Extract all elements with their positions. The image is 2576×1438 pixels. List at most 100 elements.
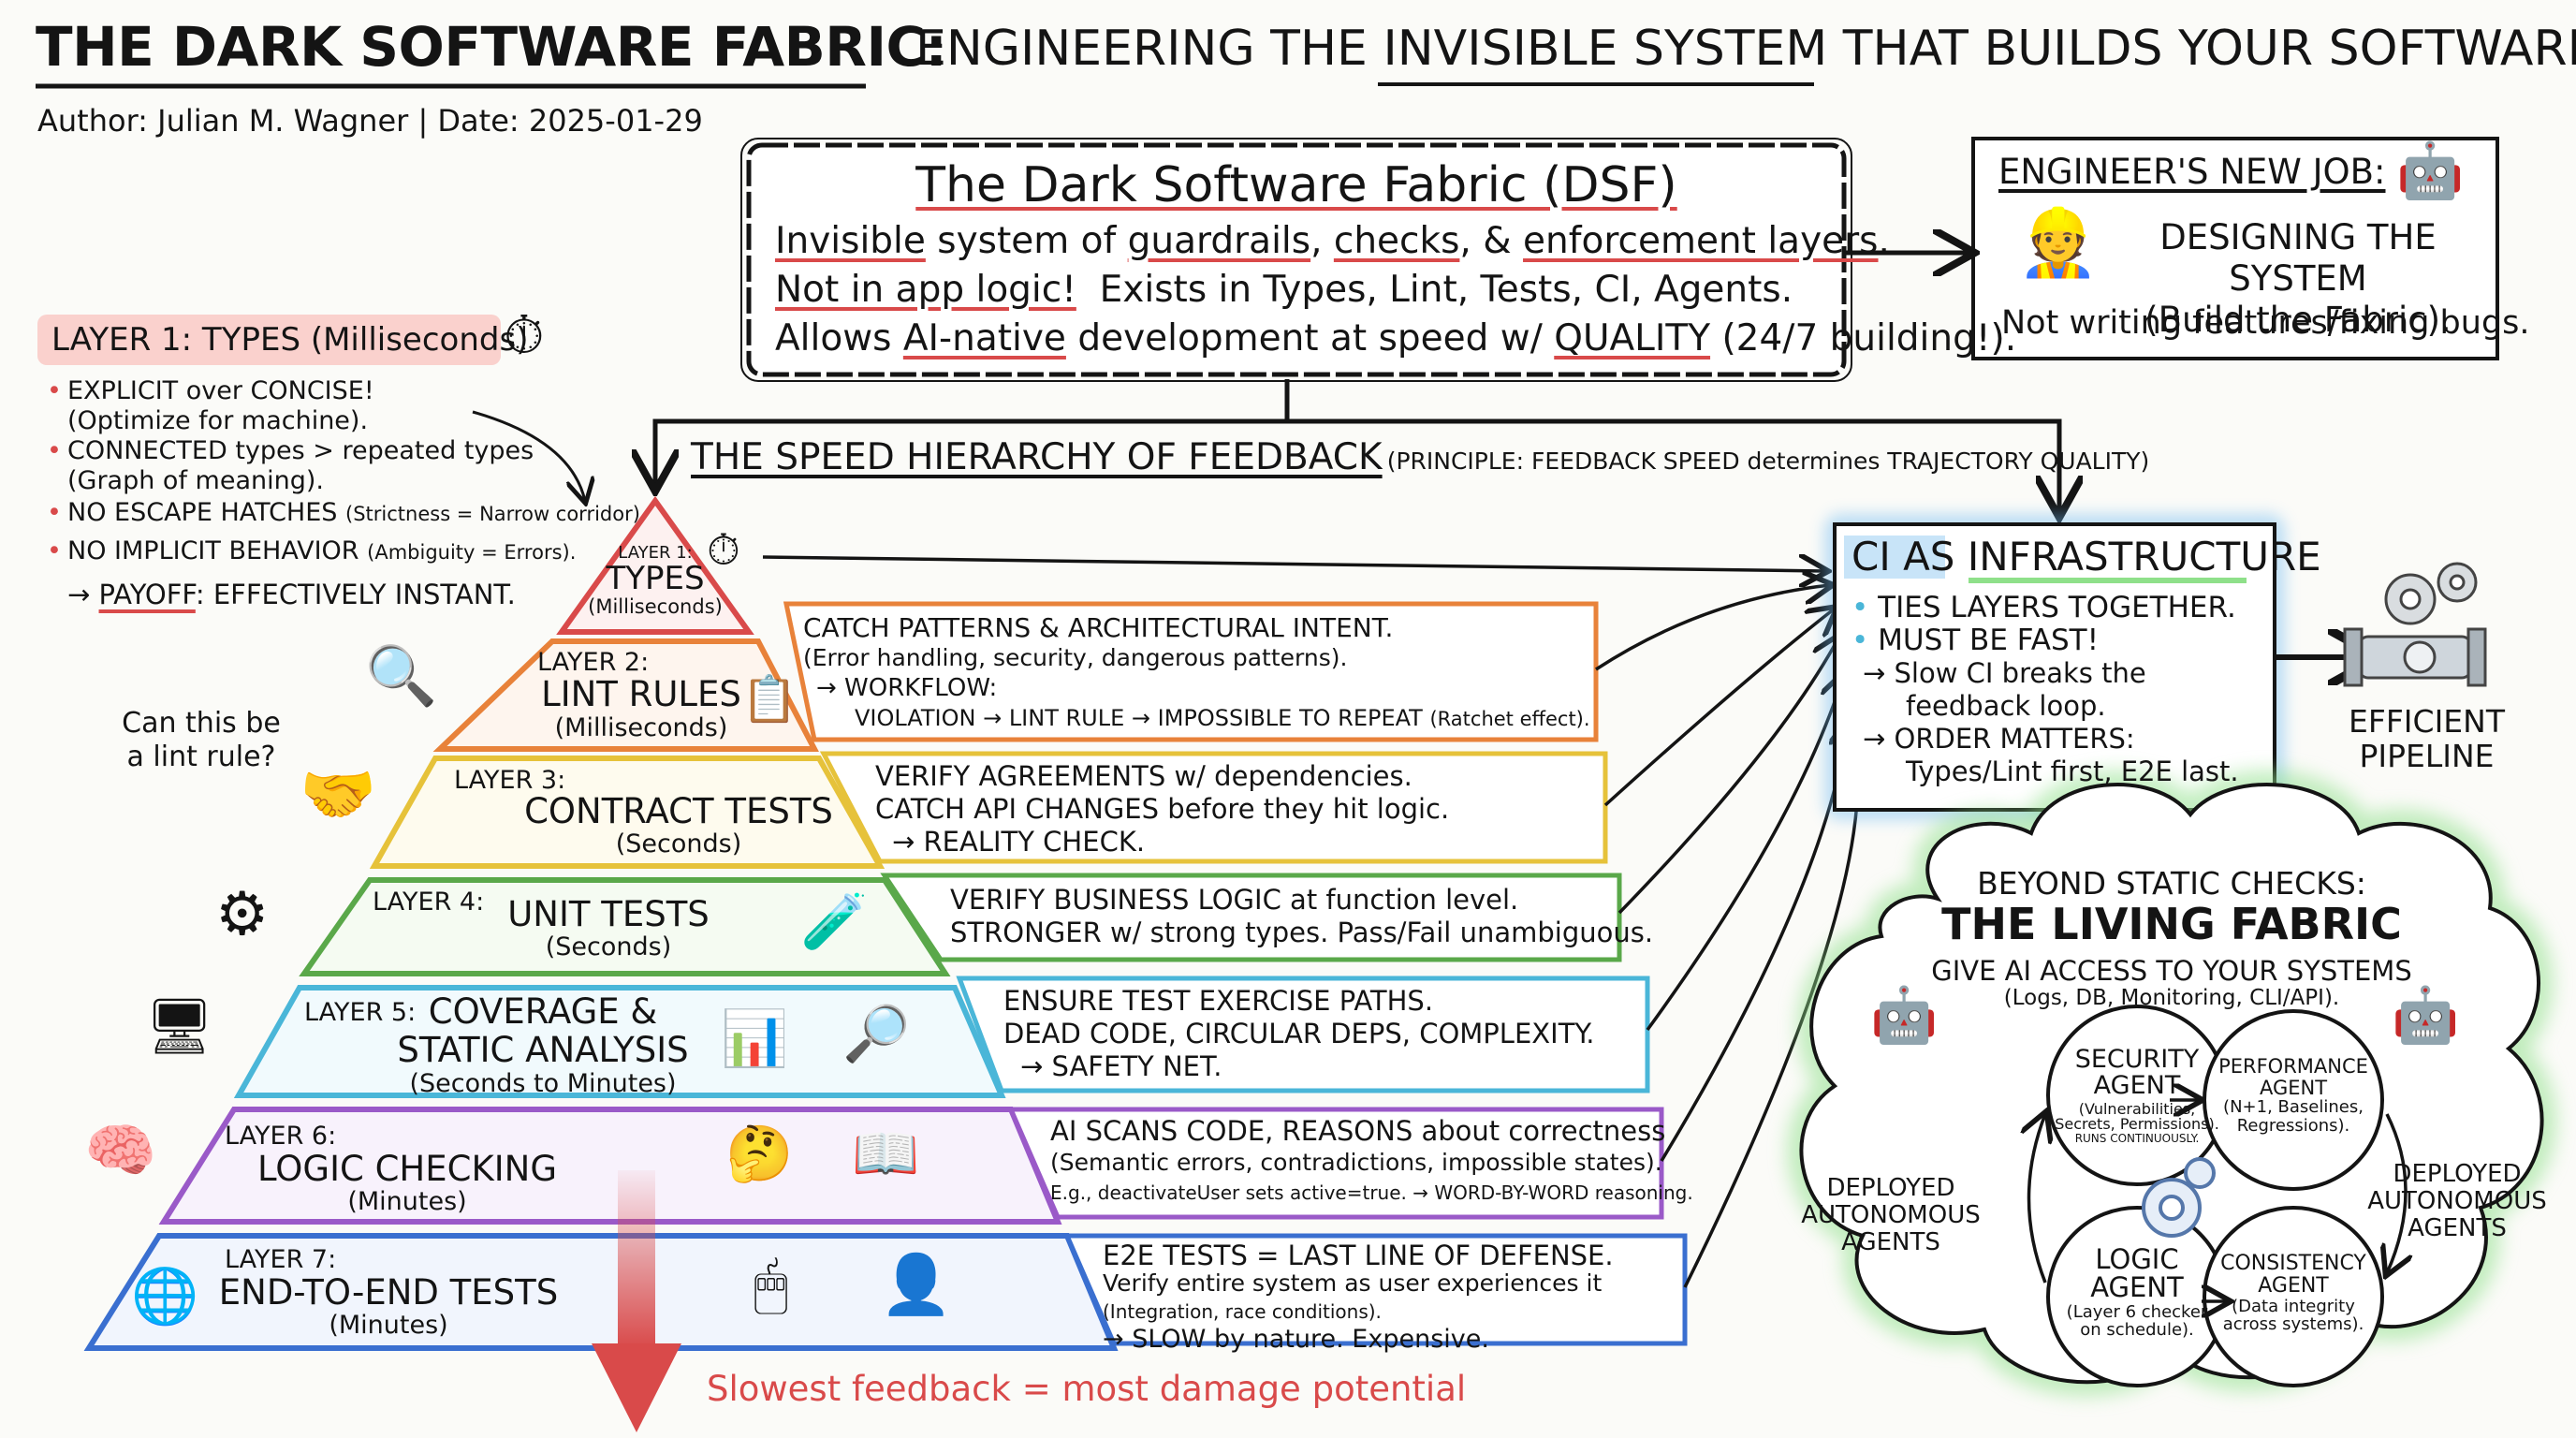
pipeline-graphic (2343, 562, 2487, 687)
security-agent: SECURITY AGENT (Vulnerabilities, Secrets… (2055, 1045, 2219, 1146)
checkmark-magnifier-icon: 🔍 (365, 641, 438, 710)
ci-bullet: • MUST BE FAST! (1852, 624, 2100, 657)
engineer-hardhat-icon: 👷 (2017, 204, 2100, 281)
layer7-label: LAYER 7: (225, 1245, 337, 1274)
gears-icon: ⚙ (215, 880, 270, 949)
layer2-label: LAYER 2: (537, 648, 650, 677)
browser-cursor-icon: 🖱 (754, 1250, 789, 1318)
layer3-label: LAYER 3: (454, 766, 566, 795)
hierarchy-heading: THE SPEED HIERARCHY OF FEEDBACK (PRINCIP… (691, 436, 2150, 478)
layer6-label: LAYER 6: (225, 1122, 337, 1151)
dsf-line-3: Allows AI-native development at speed w/… (775, 317, 2017, 360)
layer5-label: LAYER 5: (304, 998, 417, 1027)
page-title: THE DARK SOFTWARE FABRIC: (36, 15, 947, 79)
layer1-note-item: EXPLICIT over CONCISE!(Optimize for mach… (47, 376, 646, 436)
layer6-trapezoid (158, 1107, 1062, 1225)
dsf-body: Invisible system of guardrails, checks, … (775, 217, 2016, 363)
layer4-trapezoid (299, 877, 951, 976)
subtitle-part-c: THAT BUILDS YOUR SOFTWARE (1842, 21, 2576, 77)
living-fabric-title: THE LIVING FABRIC (1941, 899, 2402, 949)
dsf-box-outline (746, 142, 1847, 377)
layer2-name-block: LINT RULES (Milliseconds) (541, 674, 741, 742)
layer1-stopwatch-icon: ⏱ (707, 524, 740, 575)
brain-icon: 🧠 (84, 1116, 157, 1184)
dsf-line-1: Invisible system of guardrails, checks, … (775, 220, 1890, 262)
slowest-feedback-label: Slowest feedback = most damage potential (707, 1369, 1467, 1409)
layer7-desc-box (1063, 1233, 1688, 1346)
user-check-icon: 👤 (880, 1250, 953, 1318)
layer2-trapezoid (432, 638, 819, 752)
layer5-description: ENSURE TEST EXERCISE PATHS. DEAD CODE, C… (1003, 985, 1595, 1082)
layer6-name-block: LOGIC CHECKING (Minutes) (257, 1149, 557, 1217)
layer3-name-block: CONTRACT TESTS (Seconds) (524, 791, 833, 859)
layer1-note-item: CONNECTED types > repeated types(Graph o… (47, 436, 646, 496)
consistency-agent: CONSISTENCY AGENT (Data integrity across… (2220, 1252, 2366, 1334)
layer1-note-title: LAYER 1: TYPES (Milliseconds) (51, 321, 529, 359)
page-subtitle: ENGINEERING THE INVISIBLE SYSTEM THAT BU… (915, 21, 2576, 77)
layer4-label: LAYER 4: (373, 888, 485, 917)
dsf-title: The Dark Software Fabric (DSF) (915, 157, 1677, 213)
layer4-desc-box (880, 873, 1622, 962)
hierarchy-left-arrow (655, 379, 1290, 487)
deployed-agents-right: DEPLOYED AUTONOMOUS AGENTS (2367, 1160, 2547, 1242)
slowest-arrow-head (592, 1343, 681, 1432)
living-fabric-give: GIVE AI ACCESS TO YOUR SYSTEMS (1931, 955, 2412, 987)
logic-agent: LOGIC AGENT (Layer 6 checker on schedule… (2066, 1243, 2208, 1340)
layer1-payoff: → PAYOFF: EFFECTIVELY INSTANT. (67, 579, 516, 610)
layer7-description: E2E TESTS = LAST LINE OF DEFENSE. Verify… (1103, 1240, 1614, 1354)
lint-rule-question: Can this be a lint rule? (122, 707, 281, 773)
layer1-highlight (37, 315, 501, 365)
subtitle-invisible-system: INVISIBLE SYSTEM (1383, 21, 1828, 77)
engineer-line-3: Not writing features/fixing bugs. (2001, 304, 2530, 342)
layer2-desc-box (783, 601, 1599, 742)
layer5-desc-box (956, 976, 1650, 1093)
performance-agent: PERFORMANCE AGENT (N+1, Baselines, Regre… (2218, 1055, 2368, 1136)
bar-chart-icon: 📊 (721, 1006, 789, 1070)
engineer-title: ENGINEER'S NEW JOB: (1998, 152, 2386, 192)
dsf-box-outline-outer (740, 138, 1852, 382)
agent-cycle-arrows (2029, 1100, 2407, 1301)
living-fabric-pre: BEYOND STATIC CHECKS: (1977, 865, 2366, 902)
deployed-agents-left: DEPLOYED AUTONOMOUS AGENTS (1801, 1174, 1981, 1256)
clipboard-icon: 📋 (741, 673, 798, 726)
ci-title: CI AS INFRASTRUCTURE (1852, 534, 2321, 580)
ci-bullet: • TIES LAYERS TOGETHER. (1852, 591, 2236, 624)
living-fabric-give-sub: (Logs, DB, Monitoring, CLI/API). (2003, 986, 2340, 1010)
layer7-name-block: END-TO-END TESTS (Minutes) (218, 1272, 559, 1341)
robot-right-icon: 🤖 (2392, 983, 2460, 1047)
ci-highlight (1844, 536, 1945, 579)
code-scan-icon: 🔎 (842, 1002, 911, 1065)
layer1-note-item: NO ESCAPE HATCHES (Strictness = Narrow c… (47, 498, 646, 529)
layer6-description: AI SCANS CODE, REASONS about correctness… (1050, 1115, 1693, 1205)
layer4-name-block: UNIT TESTS (Seconds) (507, 894, 710, 962)
slowest-arrow-shaft (618, 1170, 655, 1348)
head-gears-icon: 🤔 (725, 1122, 794, 1185)
layer1-label: LAYER 1: TYPES (Milliseconds) (588, 543, 723, 618)
central-gear (2142, 1157, 2216, 1238)
engineer-line-2: (Build the Fabric). (2144, 300, 2452, 340)
layer3-description: VERIFY AGREEMENTS w/ dependencies. CATCH… (875, 760, 1450, 858)
robot-icon: 🤖 (2396, 139, 2465, 202)
monitor-magnifier-icon: 🖥 (145, 994, 214, 1058)
subtitle-part-a: ENGINEERING THE (915, 21, 1368, 77)
stopwatch-icon: ⏱ (504, 305, 545, 366)
byline: Author: Julian M. Wagner | Date: 2025-01… (37, 103, 703, 139)
layer1-note-item: NO IMPLICIT BEHAVIOR (Ambiguity = Errors… (47, 536, 646, 567)
ci-body: • TIES LAYERS TOGETHER. • MUST BE FAST! … (1852, 591, 2239, 788)
layer1-note-list: EXPLICIT over CONCISE!(Optimize for mach… (47, 376, 646, 567)
layer2-description: CATCH PATTERNS & ARCHITECTURAL INTENT. (… (803, 612, 1590, 732)
engineer-line-1: DESIGNING THE SYSTEM (2159, 217, 2437, 299)
browser-globe-icon: 🌐 (131, 1264, 199, 1328)
layer7-trapezoid (83, 1233, 1119, 1351)
open-book-icon: 📖 (852, 1122, 920, 1185)
layer3-desc-box (819, 751, 1608, 864)
title-colon: : (925, 15, 947, 79)
title-left: THE DARK SOFTWARE FABRIC (36, 15, 926, 79)
layer5-name-block: COVERAGE & STATIC ANALYSIS (Seconds to M… (397, 991, 689, 1098)
pipeline-label: EFFICIENT PIPELINE (2348, 703, 2505, 774)
engineer-body: DESIGNING THE SYSTEM (Build the Fabric). (2106, 217, 2490, 341)
dsf-line-2: Not in app logic! Exists in Types, Lint,… (775, 269, 1793, 311)
layer6-desc-box (1007, 1107, 1664, 1220)
layer3-trapezoid (369, 756, 886, 869)
